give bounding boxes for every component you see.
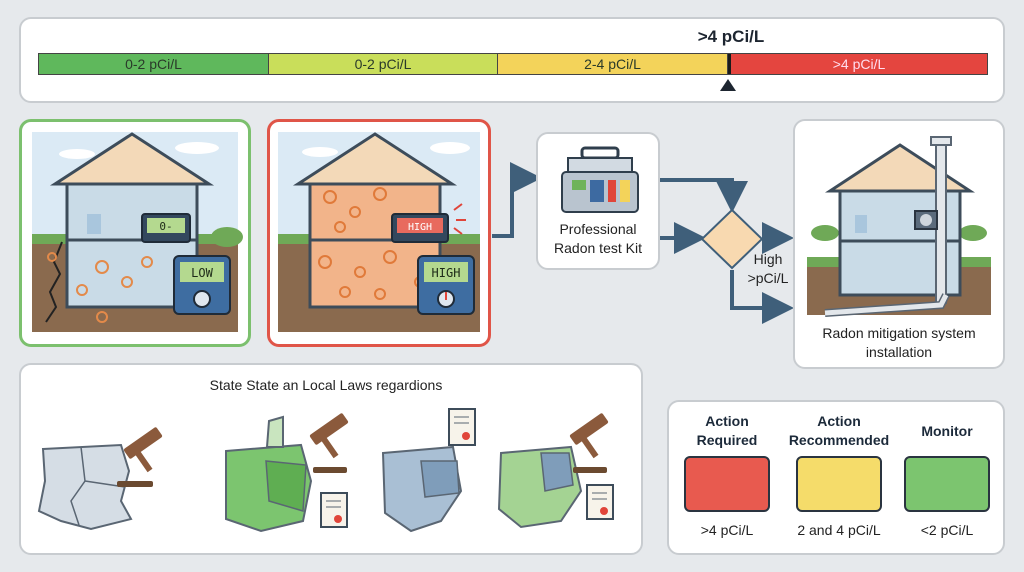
house-high-radon-panel: HIGH HIGH (267, 119, 491, 347)
scale-segment: 0-2 pCi/L (39, 54, 269, 74)
decision-label-line2: >pCi/L (747, 270, 789, 286)
scale-segment: 2-4 pCi/L (498, 54, 728, 74)
low-device-readout: LOW (191, 266, 213, 280)
high-device-readout: HIGH (432, 266, 461, 280)
local-laws-title: State State an Local Laws regardions (209, 377, 443, 393)
action-required-title-line1: Action (705, 413, 749, 429)
test-kit-case-icon (561, 146, 639, 213)
test-kit-label-line2: Radon test Kit (554, 240, 642, 256)
action-recommended-title-line1: Action (817, 413, 861, 429)
scale-segment: >4 pCi/L (728, 54, 987, 74)
local-laws-panel: State State an Local Laws regardions (19, 363, 643, 555)
gavel-icon (569, 413, 609, 473)
gavel-icon (309, 413, 349, 473)
scale-pointer-icon (720, 79, 736, 91)
house-low-radon-panel: 0- LOW (19, 119, 251, 347)
radon-scale-panel: >4 pCi/L 0-2 pCi/L 0-2 pCi/L 2-4 pCi/L >… (19, 17, 1005, 103)
house-low-illustration: 0- LOW (32, 132, 243, 332)
mitigation-house-illustration (807, 136, 991, 317)
scale-marker-label: >4 pCi/L (697, 27, 765, 46)
mitigation-panel: Radon mitigation system installation (793, 119, 1005, 369)
decision-diamond (700, 208, 764, 270)
monitor-range: <2 pCi/L (920, 522, 974, 538)
test-kit-label-line1: Professional (559, 221, 637, 237)
scale-segment: 0-2 pCi/L (269, 54, 498, 74)
test-kit-panel: Professional Radon test Kit (536, 132, 660, 270)
house-high-illustration: HIGH HIGH (278, 132, 480, 332)
action-recommended-range: 2 and 4 pCi/L (797, 522, 881, 538)
action-required-swatch (684, 456, 770, 512)
radon-scale-bar: 0-2 pCi/L 0-2 pCi/L 2-4 pCi/L >4 pCi/L (38, 53, 988, 75)
monitor-title: Monitor (921, 423, 973, 439)
state-maps-illustration (37, 408, 614, 533)
mitigation-label-line1: Radon mitigation system (822, 325, 976, 341)
decision-label-line1: High (753, 251, 783, 267)
mitigation-label-line2: installation (865, 344, 933, 360)
document-icon (320, 492, 348, 528)
low-monitor-readout: 0- (159, 220, 172, 233)
action-legend-panel: Action Required >4 pCi/L Action Recommen… (667, 400, 1005, 555)
action-required-range: >4 pCi/L (700, 522, 754, 538)
action-recommended-title-line2: Recommended (788, 432, 890, 448)
document-icon (448, 408, 476, 446)
action-recommended-swatch (796, 456, 882, 512)
high-monitor-readout: HIGH (408, 222, 432, 233)
monitor-swatch (904, 456, 990, 512)
gavel-icon (117, 427, 163, 487)
document-icon (586, 484, 614, 520)
action-required-title-line2: Required (696, 432, 758, 448)
